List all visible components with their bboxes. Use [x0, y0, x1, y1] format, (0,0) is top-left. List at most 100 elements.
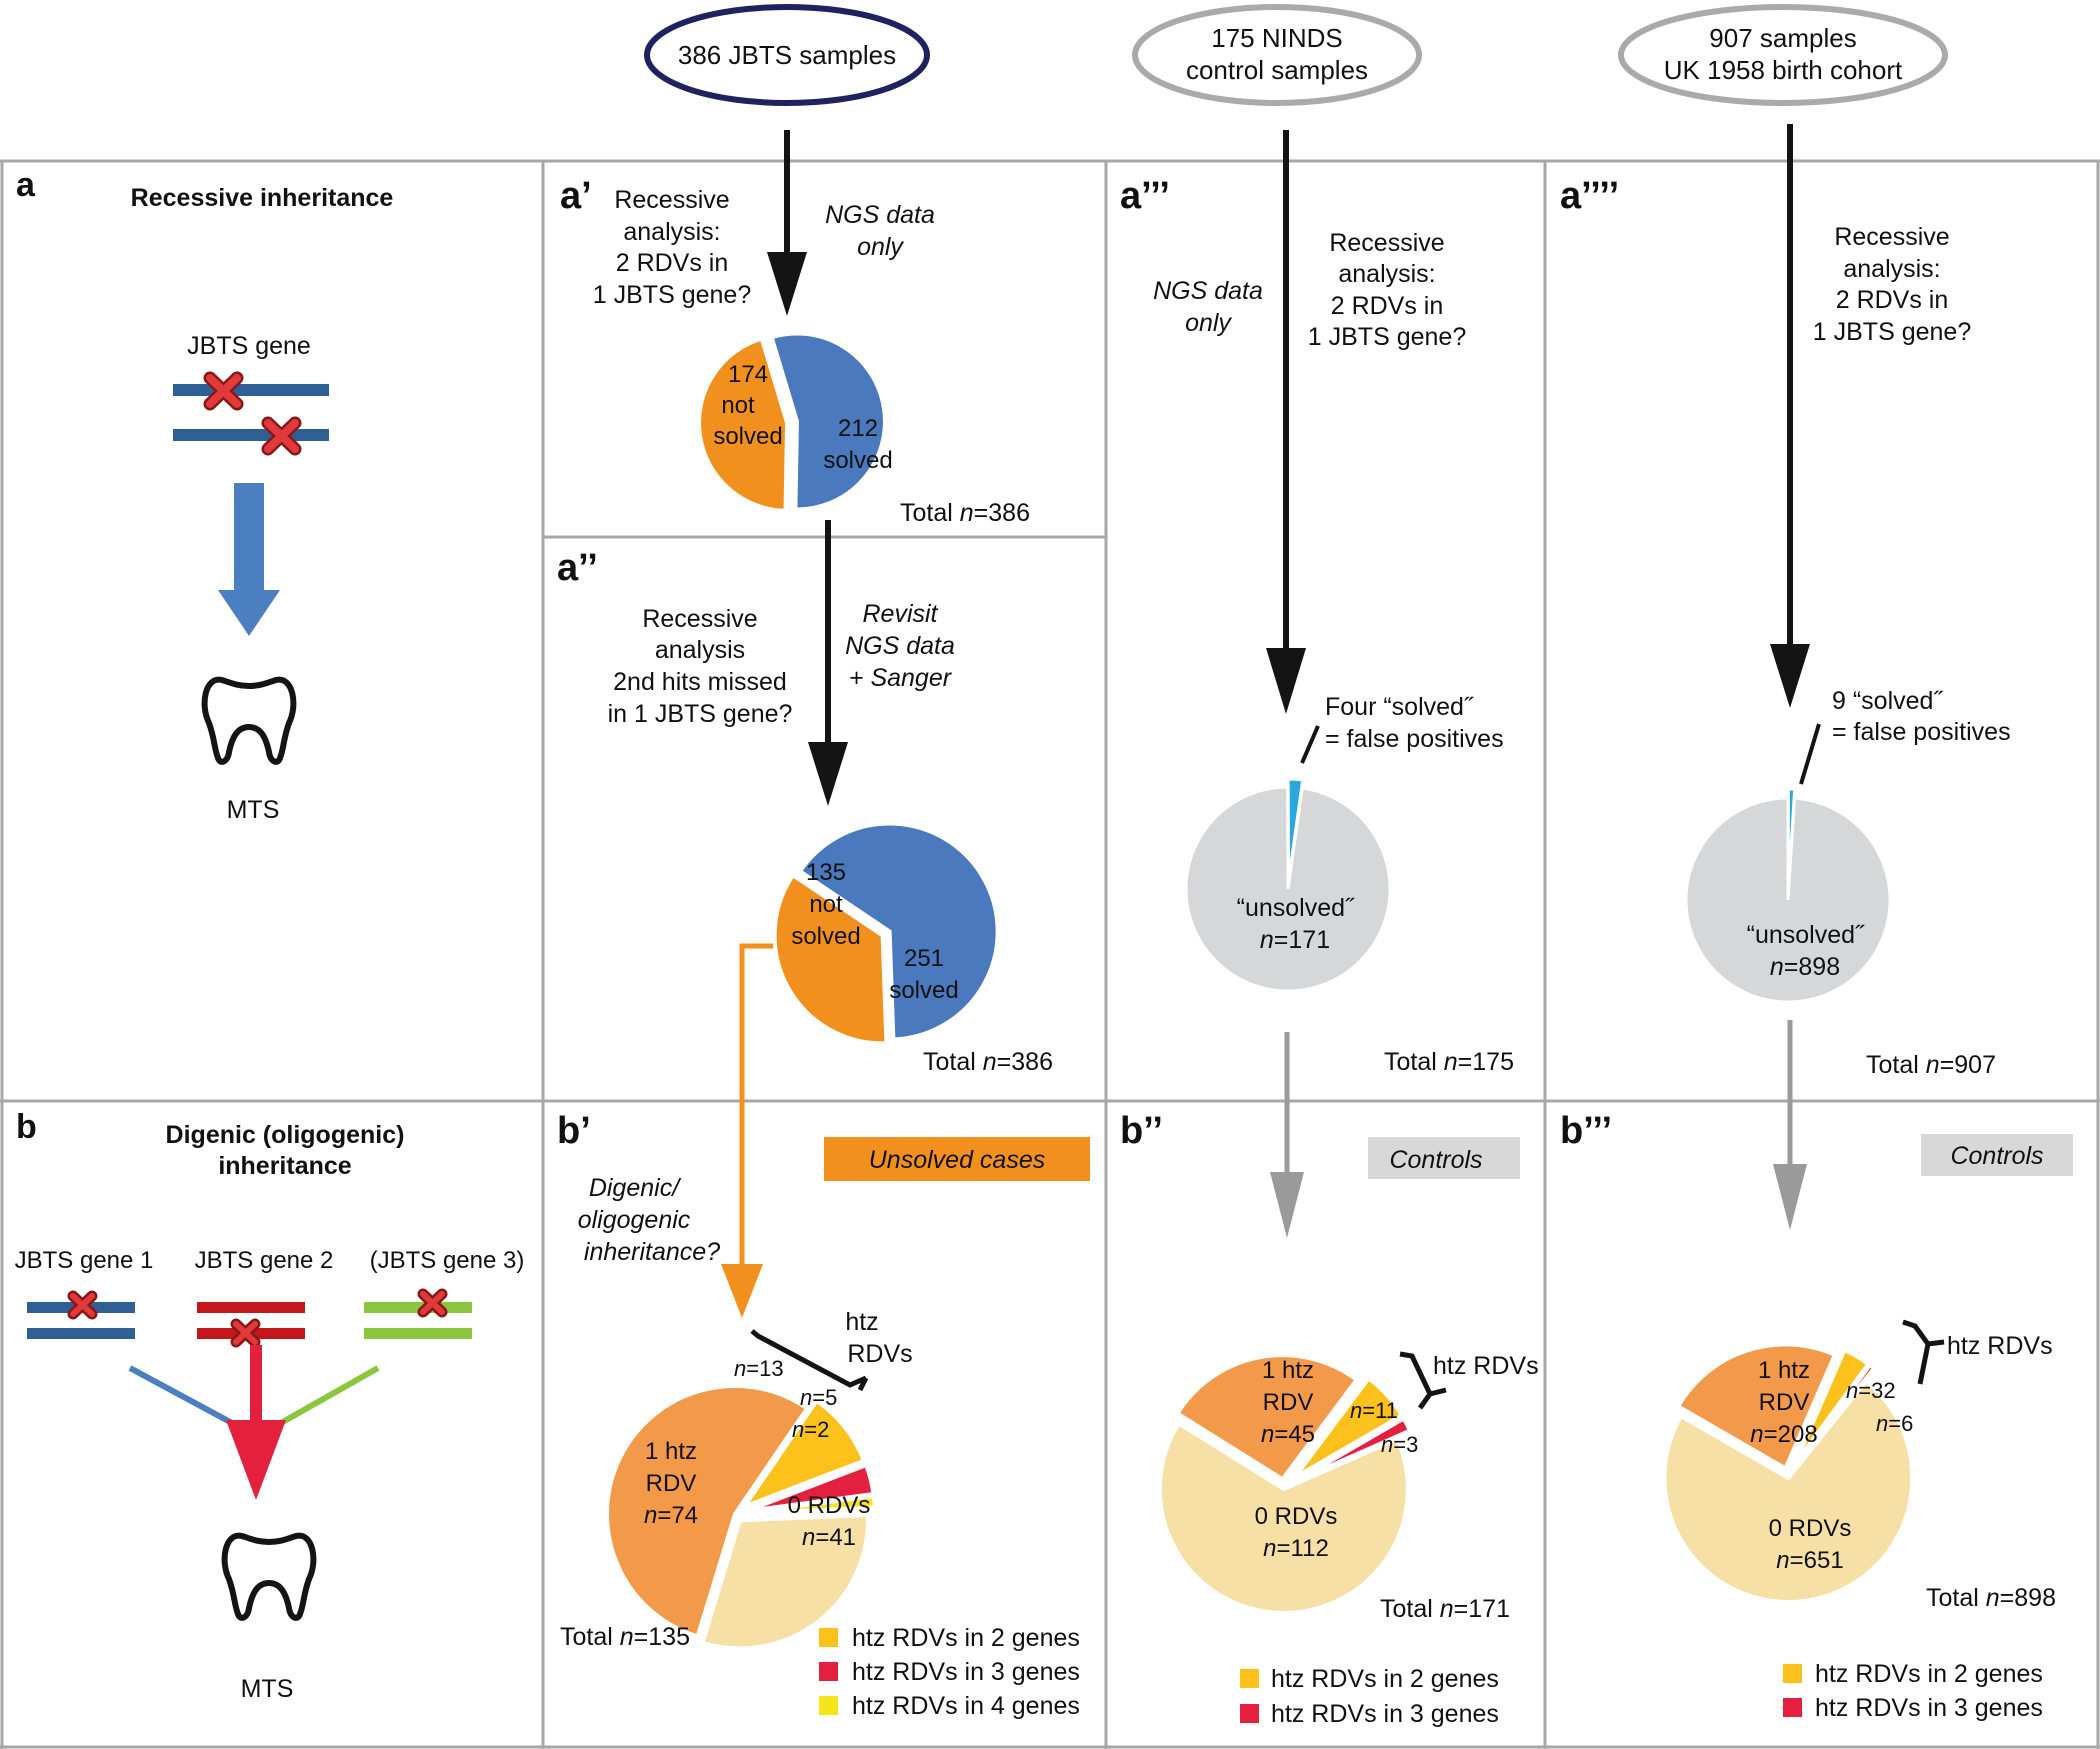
b1-htz-2: RDVs [847, 1340, 912, 1368]
a1-orange-2: not [721, 392, 755, 419]
panel-a-double-prime: a’’ Recessive analysis 2nd hits missed i… [557, 547, 1053, 1076]
a2-q-2: analysis [655, 636, 745, 664]
a3-unsolved: “unsolved˝ [1237, 894, 1355, 922]
b2-bracket [1399, 1351, 1447, 1410]
chromosome-bar-2 [173, 429, 329, 441]
mutation-x-icon [230, 1318, 261, 1348]
chromosome-bar-1 [173, 384, 329, 396]
pie-chart-a3 [1184, 777, 1392, 993]
gene1-connector [128, 1365, 247, 1433]
b1-question-2: oligogenic [578, 1206, 691, 1234]
a1-orange-1: 174 [728, 361, 768, 388]
gene1-label: JBTS gene 1 [15, 1247, 154, 1274]
pie-slice [1675, 1342, 1838, 1472]
b1-s5: n=5 [800, 1385, 837, 1410]
b2-legend-2: htz RDVs in 3 genes [1271, 1700, 1499, 1728]
pie-chart-b2 [1157, 1353, 1413, 1615]
source-uk: 907 samples UK 1958 birth cohort [1618, 4, 1948, 106]
digenic-arrow [250, 1345, 262, 1422]
b3-legend-swatch-1 [1783, 1664, 1802, 1683]
pie-slice [1786, 787, 1797, 892]
a1-orange-3: solved [713, 423, 782, 450]
b2-big-3: n=45 [1261, 1421, 1315, 1448]
source-ninds: 175 NINDS control samples [1132, 4, 1422, 106]
a4-unsolved: “unsolved˝ [1747, 921, 1865, 949]
pie-slice [1662, 1378, 1915, 1604]
b2-big-2: RDV [1263, 1389, 1314, 1416]
b2-htz: htz RDVs [1433, 1352, 1539, 1380]
a2-q-4: in 1 JBTS gene? [608, 700, 793, 728]
a3-pointer-line [1300, 725, 1320, 764]
b1-question-3: inheritance? [584, 1238, 720, 1266]
a2-blue-1: 251 [904, 945, 944, 972]
panel-b: b Digenic (oligogenic) inheritance JBTS … [15, 1108, 525, 1703]
source-ninds-line2: control samples [1186, 55, 1368, 85]
a1-q-4: 1 JBTS gene? [593, 281, 751, 309]
a1-q-3: 2 RDVs in [616, 249, 729, 277]
gene2-label: JBTS gene 2 [195, 1247, 334, 1274]
b3-zero-1: 0 RDVs [1769, 1515, 1852, 1542]
source-jbts: 386 JBTS samples [644, 4, 930, 106]
pie-chart-a1 [697, 331, 887, 513]
b1-legend-swatch-3 [819, 1696, 838, 1715]
b1-htz-1: htz [845, 1308, 878, 1336]
a3-q-2: analysis: [1338, 260, 1435, 288]
b1-zero-2: n=41 [802, 1524, 856, 1551]
gene3-bar-2 [364, 1328, 472, 1339]
a1-q-2: analysis: [623, 218, 720, 246]
a2-orange-1: 135 [806, 859, 846, 886]
a3-q-4: 1 JBTS gene? [1308, 323, 1466, 351]
b1-total: Total n=135 [560, 1623, 690, 1651]
pie-slice [1292, 1375, 1405, 1480]
b1-s13: n=13 [734, 1356, 784, 1381]
unsolved-cases-tag [824, 1137, 1090, 1181]
b2-total: Total n=171 [1380, 1595, 1510, 1623]
b2-s11: n=11 [1350, 1398, 1398, 1423]
panel-b-letter: b [16, 1108, 37, 1146]
b1-question-1: Digenic/ [589, 1174, 682, 1202]
panel-b2-letter: b’’ [1120, 1110, 1163, 1152]
mutation-x-icon [417, 1288, 448, 1318]
pie-slice [739, 1398, 867, 1511]
a3-q-3: 2 RDVs in [1331, 292, 1444, 320]
pie-slice [605, 1384, 810, 1639]
b3-big-3: n=208 [1750, 1421, 1817, 1448]
gene1-bar-2 [27, 1328, 135, 1339]
a1-total: Total n=386 [900, 499, 1030, 527]
pie-slice [769, 331, 887, 512]
pie-chart-a4 [1684, 787, 1892, 1004]
b3-big-1: 1 htz [1758, 1357, 1810, 1384]
b1-legend-3: htz RDVs in 4 genes [852, 1692, 1080, 1720]
b1-big-3: n=74 [644, 1502, 698, 1529]
source-uk-line1: 907 samples [1709, 23, 1856, 53]
inheritance-arrow [234, 483, 264, 593]
mutation-x-icon [261, 416, 302, 456]
pie-chart-b3 [1662, 1342, 1915, 1604]
pie-slice [772, 872, 889, 1046]
panel-b-triple-prime: b’’’ Controls htz RDVs 1 htz RDV n=208 0… [1560, 1110, 2073, 1722]
b1-legend-1: htz RDVs in 2 genes [852, 1624, 1080, 1652]
gene2-bar-1 [197, 1302, 305, 1313]
digenic-arrow-head [226, 1420, 286, 1500]
tooth-label-b: MTS [241, 1675, 294, 1703]
b3-bracket [1902, 1319, 1945, 1385]
pie-slice [797, 821, 1000, 1042]
b3-s32: n=32 [1846, 1378, 1896, 1403]
a4-q-3: 2 RDVs in [1836, 286, 1949, 314]
a2-q-1: Recessive [642, 605, 757, 633]
a4-fp-1: 9 “solved˝ [1832, 687, 1943, 715]
panel-a4-letter: a’’’’ [1560, 175, 1619, 217]
panel-a2-letter: a’’ [557, 547, 598, 589]
b3-big-2: RDV [1759, 1389, 1810, 1416]
a4-pointer-line [1799, 723, 1821, 785]
gene3-label: (JBTS gene 3) [370, 1247, 525, 1274]
a2-total: Total n=386 [923, 1048, 1053, 1076]
a1-q-1: Recessive [614, 186, 729, 214]
tooth-label: MTS [227, 796, 280, 824]
b1-legend-2: htz RDVs in 3 genes [852, 1658, 1080, 1686]
b1-legend-swatch-2 [819, 1662, 838, 1681]
panel-a-quadruple-prime: a’’’’ Recessive analysis: 2 RDVs in 1 JB… [1560, 175, 2011, 1079]
a2-orange-2: not [809, 891, 843, 918]
pie-slice [1794, 1362, 1877, 1467]
a1-note-2: only [857, 233, 904, 261]
